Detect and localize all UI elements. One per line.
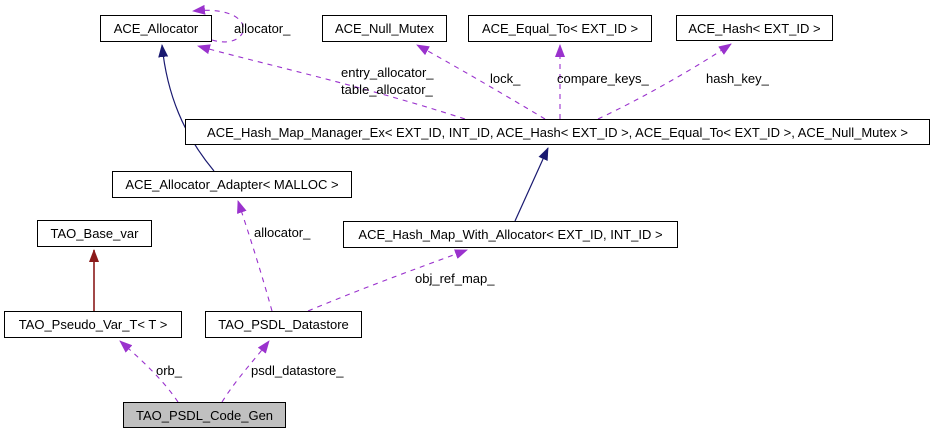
node-ace-allocator-adapter[interactable]: ACE_Allocator_Adapter< MALLOC >	[112, 171, 352, 198]
node-ace-hash-map-manager-ex[interactable]: ACE_Hash_Map_Manager_Ex< EXT_ID, INT_ID,…	[185, 119, 930, 145]
node-ace-null-mutex[interactable]: ACE_Null_Mutex	[322, 15, 447, 42]
node-tao-base-var[interactable]: TAO_Base_var	[37, 220, 152, 247]
edge-obj-ref-map	[307, 249, 468, 312]
edge-orb	[119, 340, 179, 403]
node-ace-hash[interactable]: ACE_Hash< EXT_ID >	[676, 15, 833, 41]
node-ace-hash-map-with-allocator[interactable]: ACE_Hash_Map_With_Allocator< EXT_ID, INT…	[343, 221, 678, 248]
edge-entry-table-allocator	[197, 44, 466, 120]
node-tao-psdl-code-gen-current: TAO_PSDL_Code_Gen	[123, 402, 286, 428]
edge-datastore-allocator	[237, 200, 273, 312]
edge-psdl-datastore	[221, 340, 270, 403]
node-tao-psdl-datastore[interactable]: TAO_PSDL_Datastore	[205, 311, 362, 338]
edge-hash-key	[597, 43, 732, 120]
node-ace-allocator[interactable]: ACE_Allocator	[100, 15, 212, 42]
edge-withalloc-inherits-manager	[514, 147, 549, 222]
node-ace-equal-to[interactable]: ACE_Equal_To< EXT_ID >	[468, 15, 652, 42]
edge-lock	[416, 44, 546, 120]
edge-allocator-self-loop	[192, 4, 244, 43]
edge-adapter-inherits-allocator	[158, 44, 215, 172]
node-tao-pseudo-var-t[interactable]: TAO_Pseudo_Var_T< T >	[4, 311, 182, 338]
